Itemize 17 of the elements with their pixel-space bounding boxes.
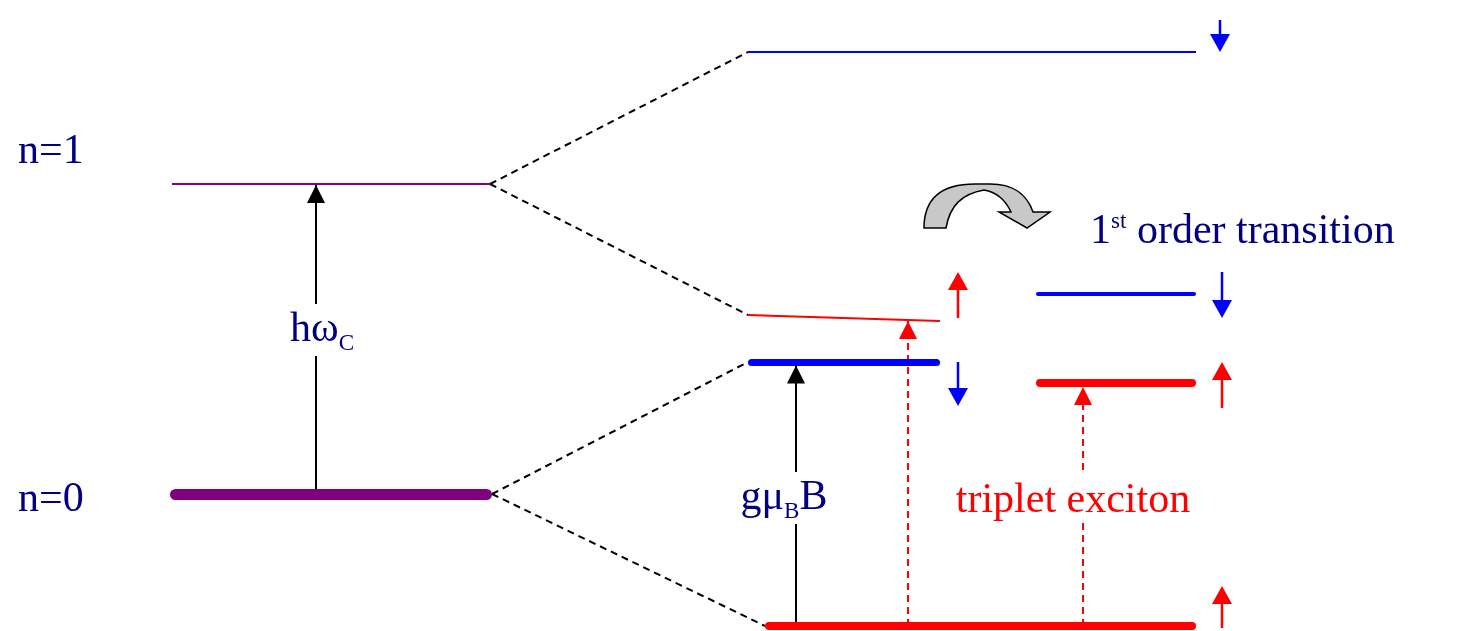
connector-line bbox=[491, 493, 766, 627]
energy-level-line bbox=[765, 622, 1196, 630]
energy-level-line bbox=[172, 183, 490, 185]
energy-level-line bbox=[748, 314, 940, 322]
energy-level-line bbox=[170, 488, 492, 500]
edge-label: triplet exciton bbox=[955, 475, 1191, 521]
quantum-number-label: n=0 bbox=[18, 476, 84, 518]
quantum-number-label: n=1 bbox=[18, 128, 84, 170]
connector-line bbox=[489, 183, 749, 316]
energy-level-line bbox=[748, 358, 940, 366]
edge-label: hω$_{C}$ bbox=[289, 303, 355, 357]
energy-level-line bbox=[748, 51, 1196, 53]
energy-level-line bbox=[1036, 292, 1196, 296]
annotation-text: 1$^{st}$ order transition bbox=[1090, 208, 1395, 250]
edge-label: gμ$_{B}$B bbox=[740, 471, 828, 525]
connector-line bbox=[489, 51, 749, 185]
energy-level-line bbox=[1036, 379, 1196, 387]
